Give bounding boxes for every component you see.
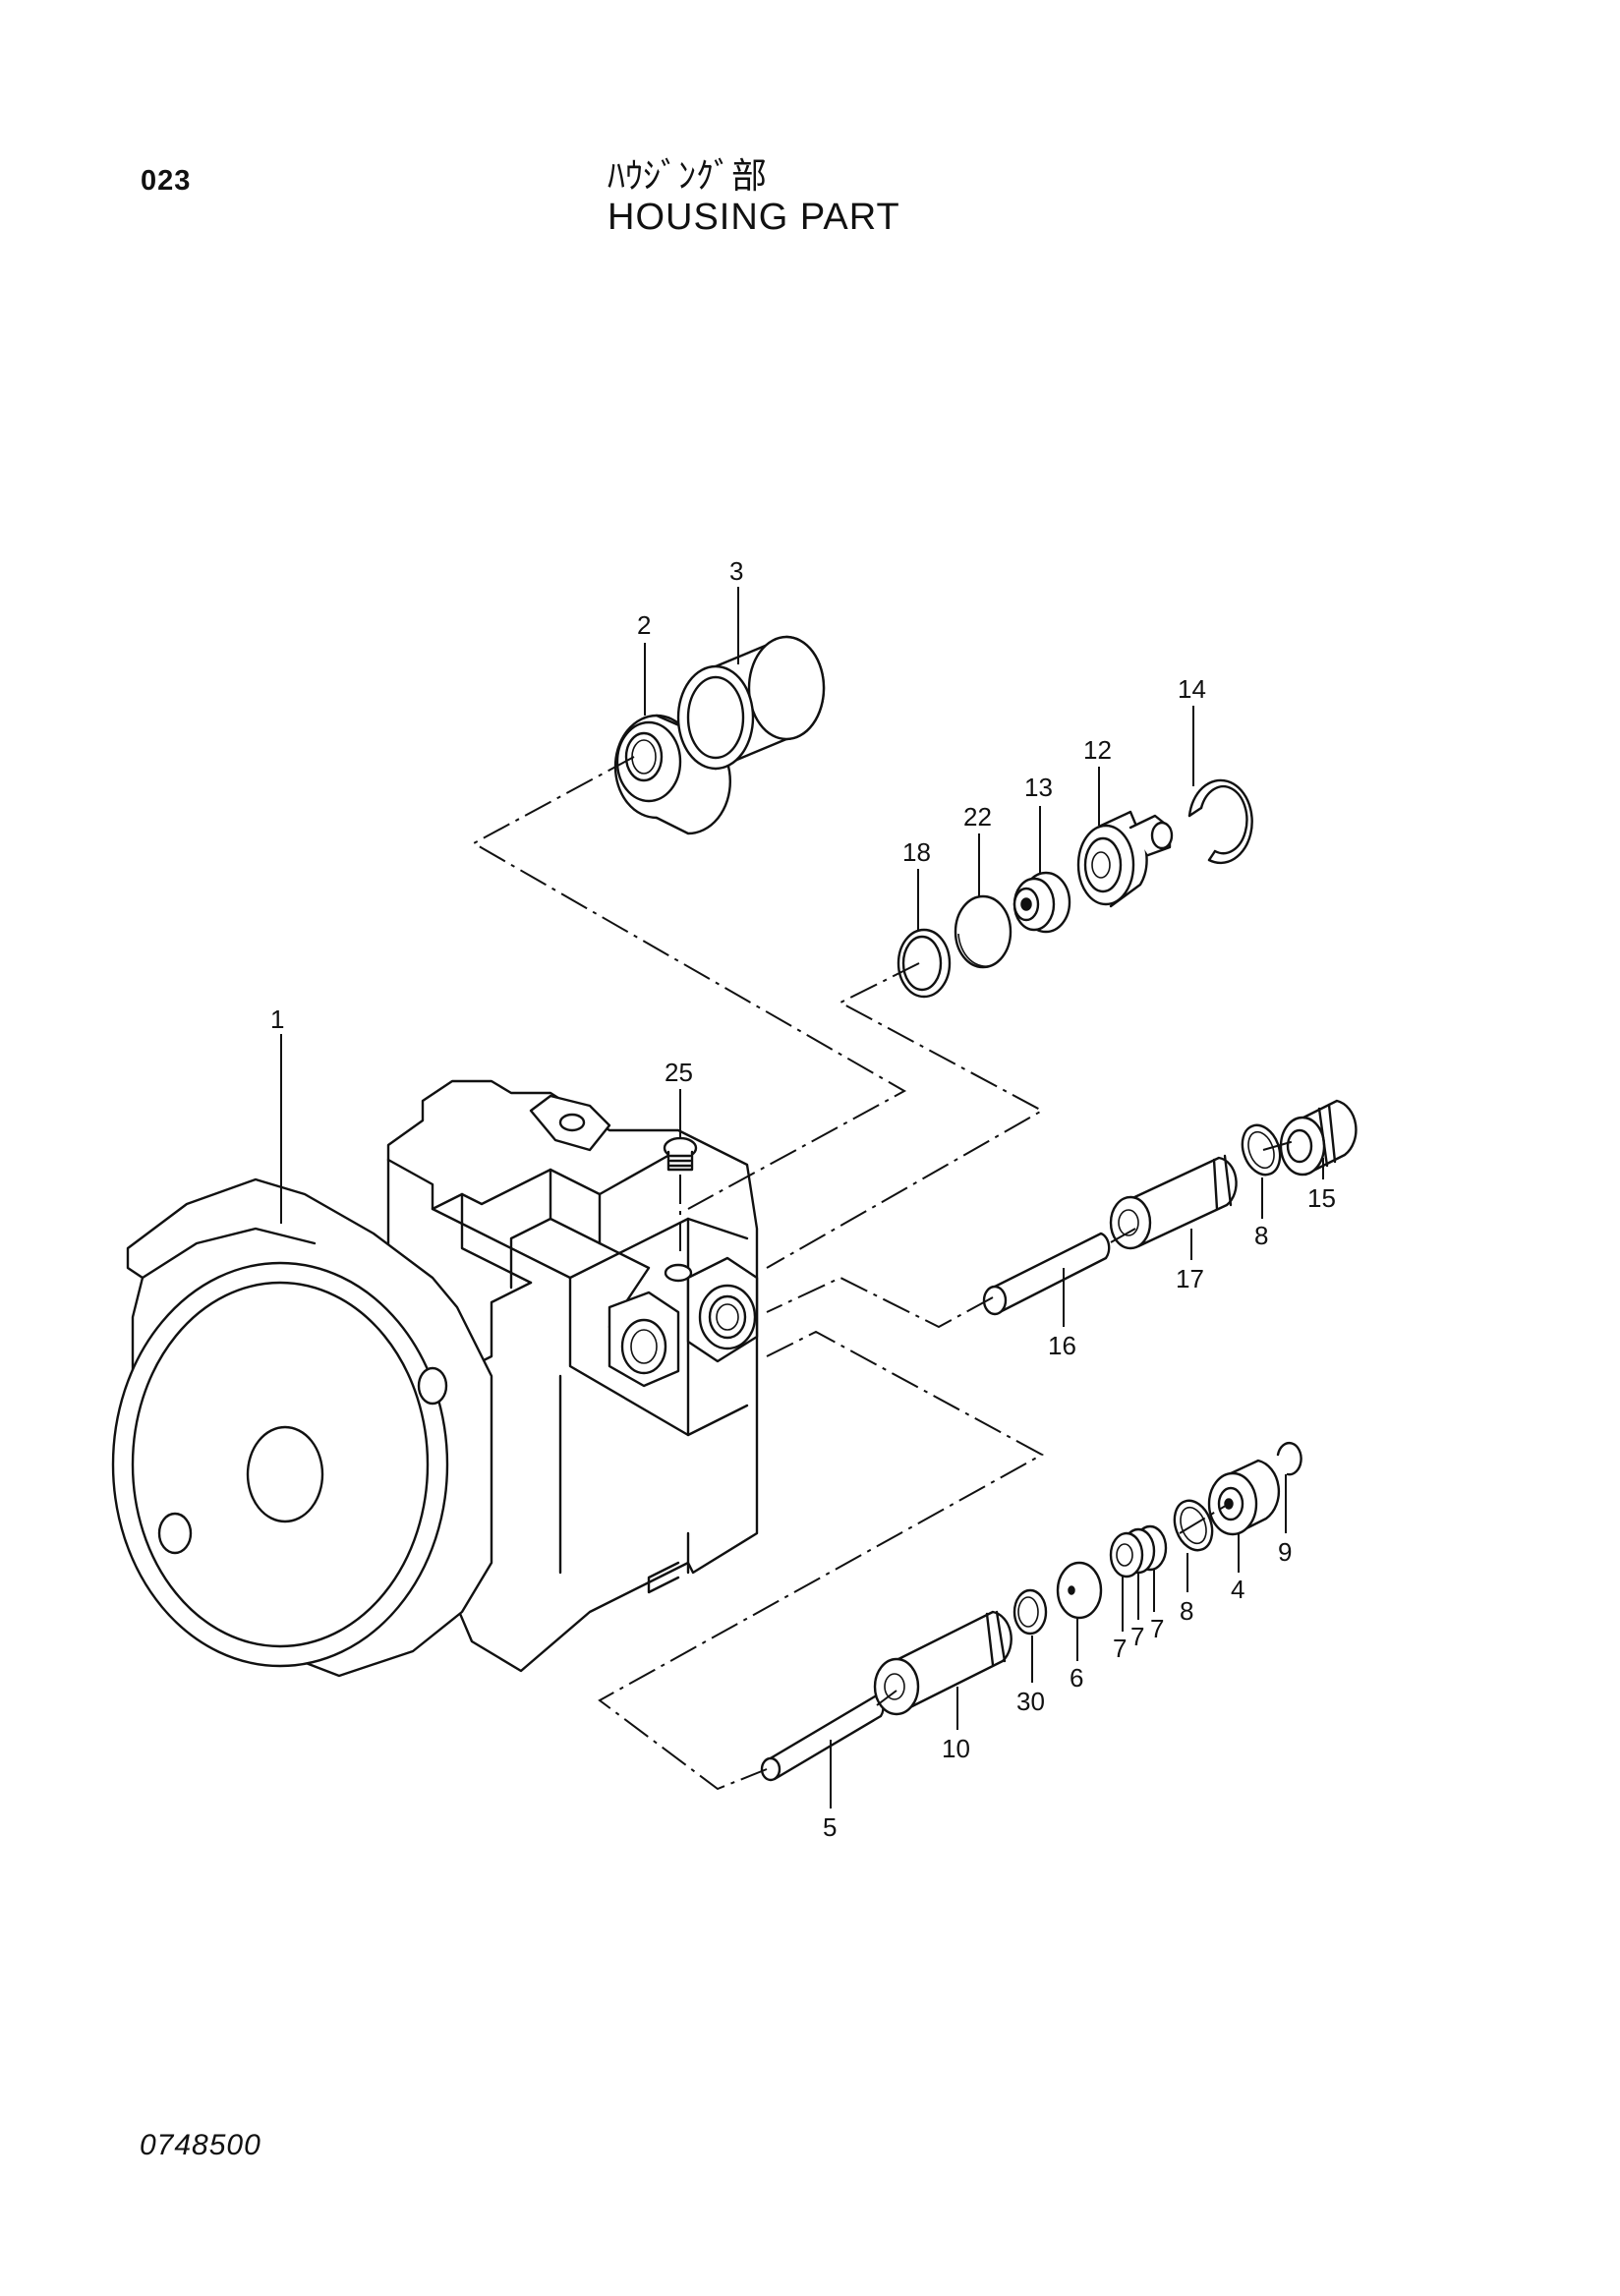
callout-8-upper: 8 bbox=[1254, 1221, 1268, 1250]
callout-2: 2 bbox=[637, 610, 651, 640]
part-6-disc bbox=[1056, 1561, 1103, 1620]
part-8-o-ring-upper bbox=[1241, 1123, 1282, 1177]
callout-8-lower: 8 bbox=[1180, 1596, 1193, 1626]
callouts: 1 2 3 4 5 6 7 7 7 8 8 9 10 bbox=[270, 556, 1336, 1842]
part-4-plug bbox=[1207, 1459, 1281, 1536]
callout-9: 9 bbox=[1278, 1537, 1292, 1567]
callout-6: 6 bbox=[1070, 1663, 1083, 1693]
assembly-chain-lines bbox=[471, 756, 1299, 1791]
callout-7b: 7 bbox=[1130, 1622, 1144, 1651]
callout-30: 30 bbox=[1016, 1687, 1045, 1716]
housing-flange bbox=[111, 1177, 493, 1678]
callout-1: 1 bbox=[270, 1004, 284, 1034]
part-5-pin bbox=[760, 1694, 885, 1782]
callout-7c: 7 bbox=[1150, 1614, 1164, 1643]
part-16-pin bbox=[982, 1232, 1111, 1316]
part-25-screw bbox=[663, 1136, 698, 1172]
part-22-disc bbox=[954, 894, 1012, 969]
part-13-spool bbox=[1012, 871, 1071, 934]
callout-22: 22 bbox=[963, 802, 992, 832]
title-english: HOUSING PART bbox=[608, 197, 900, 238]
callout-3: 3 bbox=[729, 556, 743, 586]
callout-16: 16 bbox=[1048, 1331, 1076, 1360]
callout-25: 25 bbox=[665, 1058, 693, 1087]
callout-4: 4 bbox=[1231, 1575, 1244, 1604]
part-14-snap-ring bbox=[1187, 778, 1253, 865]
callout-13: 13 bbox=[1024, 773, 1053, 802]
callout-14: 14 bbox=[1178, 674, 1206, 704]
callout-15: 15 bbox=[1307, 1183, 1336, 1213]
part-9-ring bbox=[1276, 1442, 1302, 1476]
callout-7a: 7 bbox=[1113, 1634, 1127, 1663]
part-3-bushing bbox=[676, 635, 826, 771]
part-18-ring bbox=[897, 928, 952, 999]
part-7-shims bbox=[1109, 1524, 1168, 1578]
callout-10: 10 bbox=[942, 1734, 970, 1763]
callout-5: 5 bbox=[823, 1812, 837, 1842]
part-17-sleeve bbox=[1109, 1154, 1238, 1250]
part-15-plug bbox=[1279, 1099, 1358, 1177]
drawing-number: 0748500 bbox=[140, 2129, 261, 2161]
page-number: 023 bbox=[141, 165, 192, 197]
title-japanese: ﾊｳｼﾞﾝｸﾞ部 bbox=[608, 156, 768, 197]
part-12-piston-plug bbox=[1076, 810, 1174, 908]
callout-18: 18 bbox=[902, 837, 931, 867]
part-30-ring bbox=[1012, 1588, 1048, 1636]
part-10-sleeve bbox=[873, 1610, 1012, 1716]
callout-17: 17 bbox=[1176, 1264, 1204, 1293]
callout-12: 12 bbox=[1083, 735, 1112, 765]
